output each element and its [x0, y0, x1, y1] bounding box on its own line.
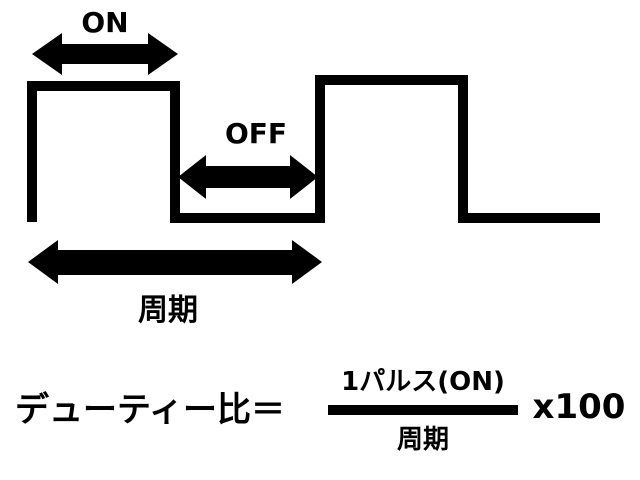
- pwm-waveform: [27, 75, 600, 223]
- on-arrow-shaft: [55, 44, 153, 64]
- off-duration-arrow: [178, 155, 318, 199]
- period-arrow: [28, 240, 322, 284]
- on-arrow-right-head: [148, 33, 178, 75]
- formula-denominator: 周期: [396, 425, 450, 455]
- formula-multiplier: x100: [532, 387, 626, 427]
- formula-numerator: 1パルス(ON): [341, 367, 505, 397]
- fraction-bar: [328, 405, 518, 415]
- period-arrow-right-head: [292, 240, 322, 284]
- off-arrow-right-head: [290, 155, 318, 199]
- on-arrow-left-head: [32, 33, 62, 75]
- off-label: OFF: [224, 117, 288, 150]
- period-label: 周期: [138, 293, 198, 328]
- off-arrow-shaft: [200, 166, 296, 188]
- period-arrow-left-head: [28, 240, 58, 284]
- formula-left-side: デューティー比＝: [15, 390, 285, 430]
- off-arrow-left-head: [178, 155, 206, 199]
- period-arrow-shaft: [52, 250, 298, 275]
- on-label: ON: [81, 6, 129, 39]
- on-duration-arrow: [32, 33, 178, 75]
